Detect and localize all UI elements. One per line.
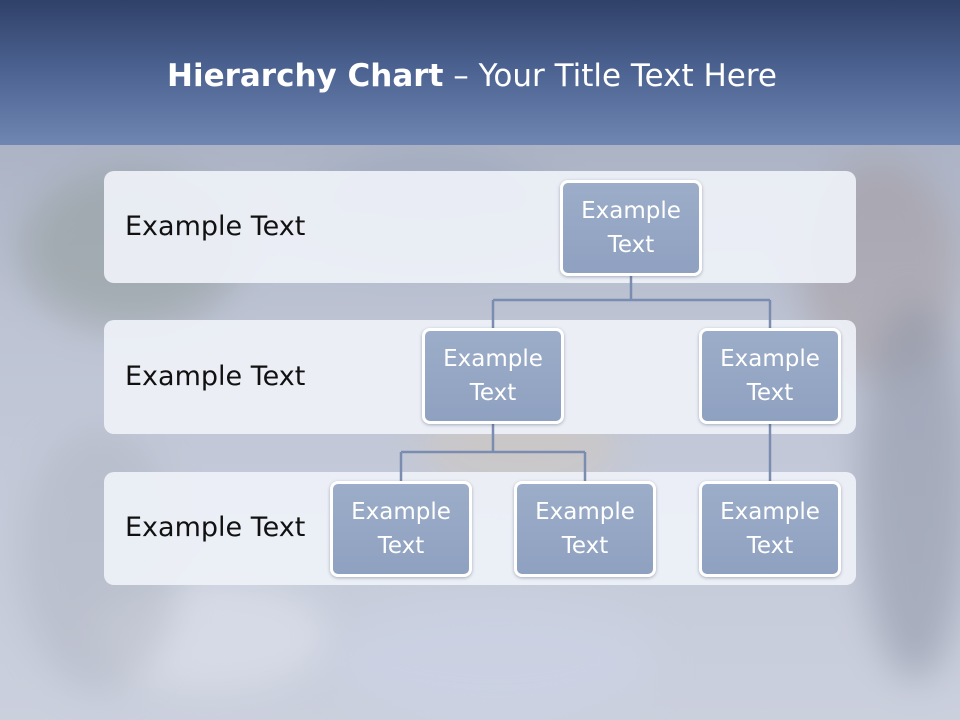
level-label-1: Example Text — [125, 211, 306, 242]
connector-left-children — [399, 424, 587, 482]
level-label-2: Example Text — [125, 361, 306, 392]
slide-title: Hierarchy Chart – Your Title Text Here — [0, 56, 944, 96]
node-level2-left[interactable]: Example Text — [422, 328, 564, 424]
node-root-label: Example Text — [581, 198, 681, 258]
node-level2-left-label: Example Text — [443, 346, 543, 406]
title-bar: Hierarchy Chart – Your Title Text Here — [0, 0, 960, 145]
node-level3-middle[interactable]: Example Text — [514, 481, 656, 577]
level-band-1: Example Text — [104, 171, 856, 283]
node-level3-middle-label: Example Text — [535, 499, 635, 559]
title-bold: Hierarchy Chart — [167, 58, 444, 94]
level-label-3: Example Text — [125, 512, 306, 543]
node-level3-right-label: Example Text — [720, 499, 820, 559]
node-level3-left[interactable]: Example Text — [330, 481, 472, 577]
node-level3-left-label: Example Text — [351, 499, 451, 559]
node-level2-right-label: Example Text — [720, 346, 820, 406]
title-rest: – Your Title Text Here — [443, 58, 777, 94]
node-root[interactable]: Example Text — [560, 180, 702, 276]
connector-root-children — [491, 276, 772, 330]
node-level3-right[interactable]: Example Text — [699, 481, 841, 577]
node-level2-right[interactable]: Example Text — [699, 328, 841, 424]
